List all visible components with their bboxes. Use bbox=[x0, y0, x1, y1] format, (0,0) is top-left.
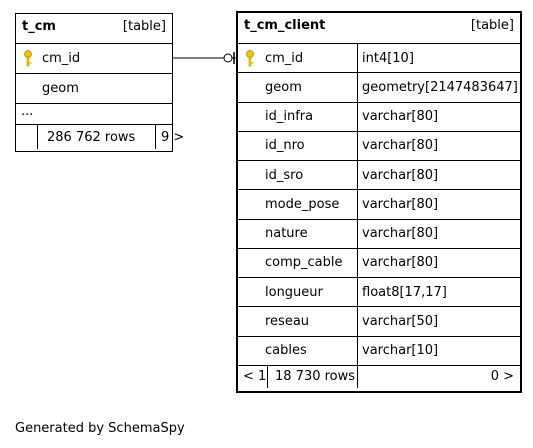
table-kind: [table] bbox=[122, 19, 166, 34]
generated-by-text: Generated by SchemaSpy bbox=[15, 421, 185, 436]
column-row-nature[interactable]: nature varchar[80] bbox=[238, 219, 520, 249]
table-footer: < 1 18 730 rows 0 > bbox=[238, 365, 520, 388]
table-footer: 286 762 rows 9 > bbox=[16, 125, 185, 149]
column-row-comp-cable[interactable]: comp_cable varchar[80] bbox=[238, 248, 520, 279]
table-t-cm-client[interactable]: t_cm_client [table] cm_id int4[10] geom … bbox=[236, 11, 522, 393]
ellipsis-text: ... bbox=[21, 103, 34, 119]
column-name: id_sro bbox=[238, 161, 358, 190]
table-name: t_cm bbox=[22, 19, 56, 34]
key-icon bbox=[24, 50, 32, 67]
column-name: comp_cable bbox=[238, 248, 358, 278]
column-name: id_nro bbox=[238, 131, 358, 161]
column-type: geometry[2147483647] bbox=[362, 79, 518, 95]
column-row-geom[interactable]: geom bbox=[16, 74, 172, 104]
table-header[interactable]: t_cm [table] bbox=[16, 14, 172, 44]
column-name: nature bbox=[238, 219, 358, 248]
column-name: cm_id bbox=[238, 44, 358, 73]
column-row-reseau[interactable]: reseau varchar[50] bbox=[238, 307, 520, 337]
children-count-link[interactable]: 0 > bbox=[490, 369, 514, 385]
column-type: int4[10] bbox=[362, 50, 414, 66]
column-row-id-nro[interactable]: id_nro varchar[80] bbox=[238, 131, 520, 162]
zero-cardinality-marker bbox=[223, 53, 233, 63]
column-type: float8[17,17] bbox=[362, 284, 447, 300]
column-type: varchar[80] bbox=[362, 196, 439, 212]
column-name: longueur bbox=[238, 278, 358, 307]
column-name: id_infra bbox=[238, 102, 358, 131]
more-columns-row: ... bbox=[16, 104, 172, 125]
column-type: varchar[50] bbox=[362, 314, 439, 330]
column-row-mode-pose[interactable]: mode_pose varchar[80] bbox=[238, 190, 520, 220]
column-row-geom[interactable]: geom geometry[2147483647] bbox=[238, 73, 520, 103]
column-name: reseau bbox=[238, 307, 358, 336]
column-type: varchar[80] bbox=[362, 226, 439, 242]
column-type: varchar[10] bbox=[362, 343, 439, 359]
column-name: geom bbox=[238, 73, 358, 102]
column-row-id-infra[interactable]: id_infra varchar[80] bbox=[238, 102, 520, 132]
key-icon bbox=[246, 50, 254, 67]
column-name: geom bbox=[42, 81, 79, 96]
column-type: varchar[80] bbox=[362, 109, 439, 125]
column-type: varchar[80] bbox=[362, 138, 439, 154]
row-count: 286 762 rows bbox=[38, 125, 156, 149]
column-name: mode_pose bbox=[238, 190, 358, 219]
column-row-cm-id[interactable]: cm_id int4[10] bbox=[238, 44, 520, 74]
parents-count-link[interactable]: < 1 bbox=[238, 365, 268, 388]
row-count: 18 730 rows bbox=[268, 365, 358, 388]
column-row-cables[interactable]: cables varchar[10] bbox=[238, 336, 520, 366]
table-kind: [table] bbox=[470, 18, 514, 33]
column-type: varchar[80] bbox=[362, 167, 439, 183]
column-name: cm_id bbox=[42, 51, 81, 66]
column-name: cables bbox=[238, 336, 358, 365]
table-header[interactable]: t_cm_client [table] bbox=[238, 13, 520, 44]
table-t-cm[interactable]: t_cm [table] cm_id geom ... 286 762 rows… bbox=[15, 13, 185, 152]
column-row-longueur[interactable]: longueur float8[17,17] bbox=[238, 278, 520, 308]
column-row-cm-id[interactable]: cm_id bbox=[16, 44, 172, 74]
children-count-link[interactable]: 9 > bbox=[161, 129, 185, 145]
table-name: t_cm_client bbox=[244, 18, 326, 33]
column-row-id-sro[interactable]: id_sro varchar[80] bbox=[238, 161, 520, 191]
column-type: varchar[80] bbox=[362, 255, 439, 271]
parents-cell bbox=[16, 125, 38, 149]
